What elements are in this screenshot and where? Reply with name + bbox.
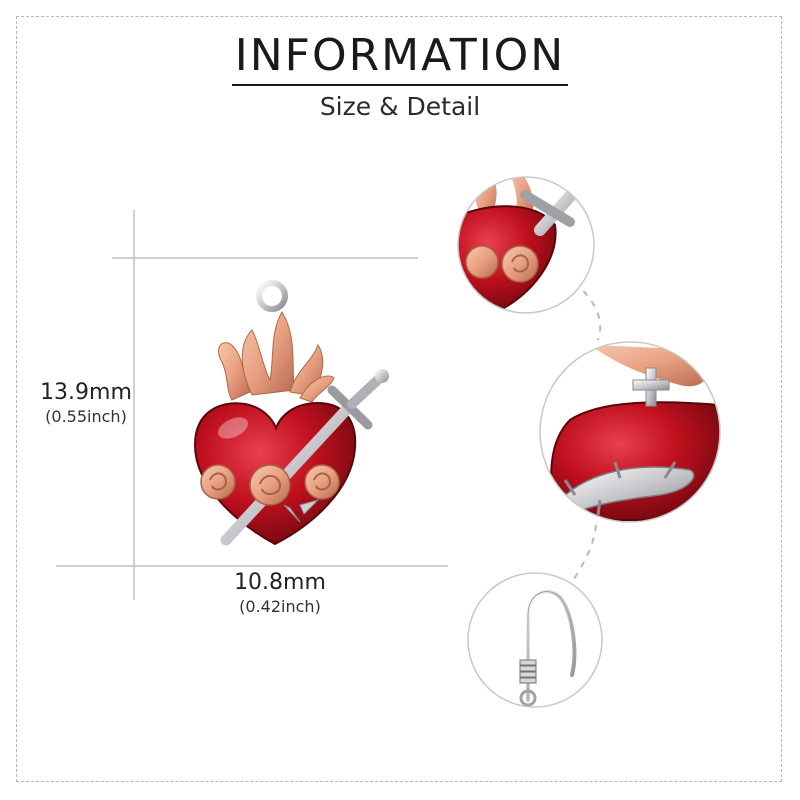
detail-circle-roses [457, 176, 595, 314]
width-dimension: 10.8mm (0.42inch) [180, 570, 380, 616]
detail-connectors [571, 281, 602, 583]
detail-circle-hook [467, 572, 603, 708]
page-frame [16, 16, 782, 782]
height-dimension: 13.9mm (0.55inch) [0, 380, 172, 426]
page-title: INFORMATION [234, 30, 566, 81]
width-inch-value: (0.42inch) [239, 597, 321, 616]
detail-circle-cross [539, 341, 721, 523]
pendant-main [193, 280, 389, 546]
height-inch-value: (0.55inch) [45, 407, 127, 426]
dimension-guides [56, 210, 448, 600]
rose-icon [200, 464, 340, 523]
height-value: 13.9mm [40, 380, 132, 405]
width-value: 10.8mm [234, 570, 326, 595]
title-underline [232, 84, 568, 86]
page-subtitle: Size & Detail [319, 92, 481, 121]
